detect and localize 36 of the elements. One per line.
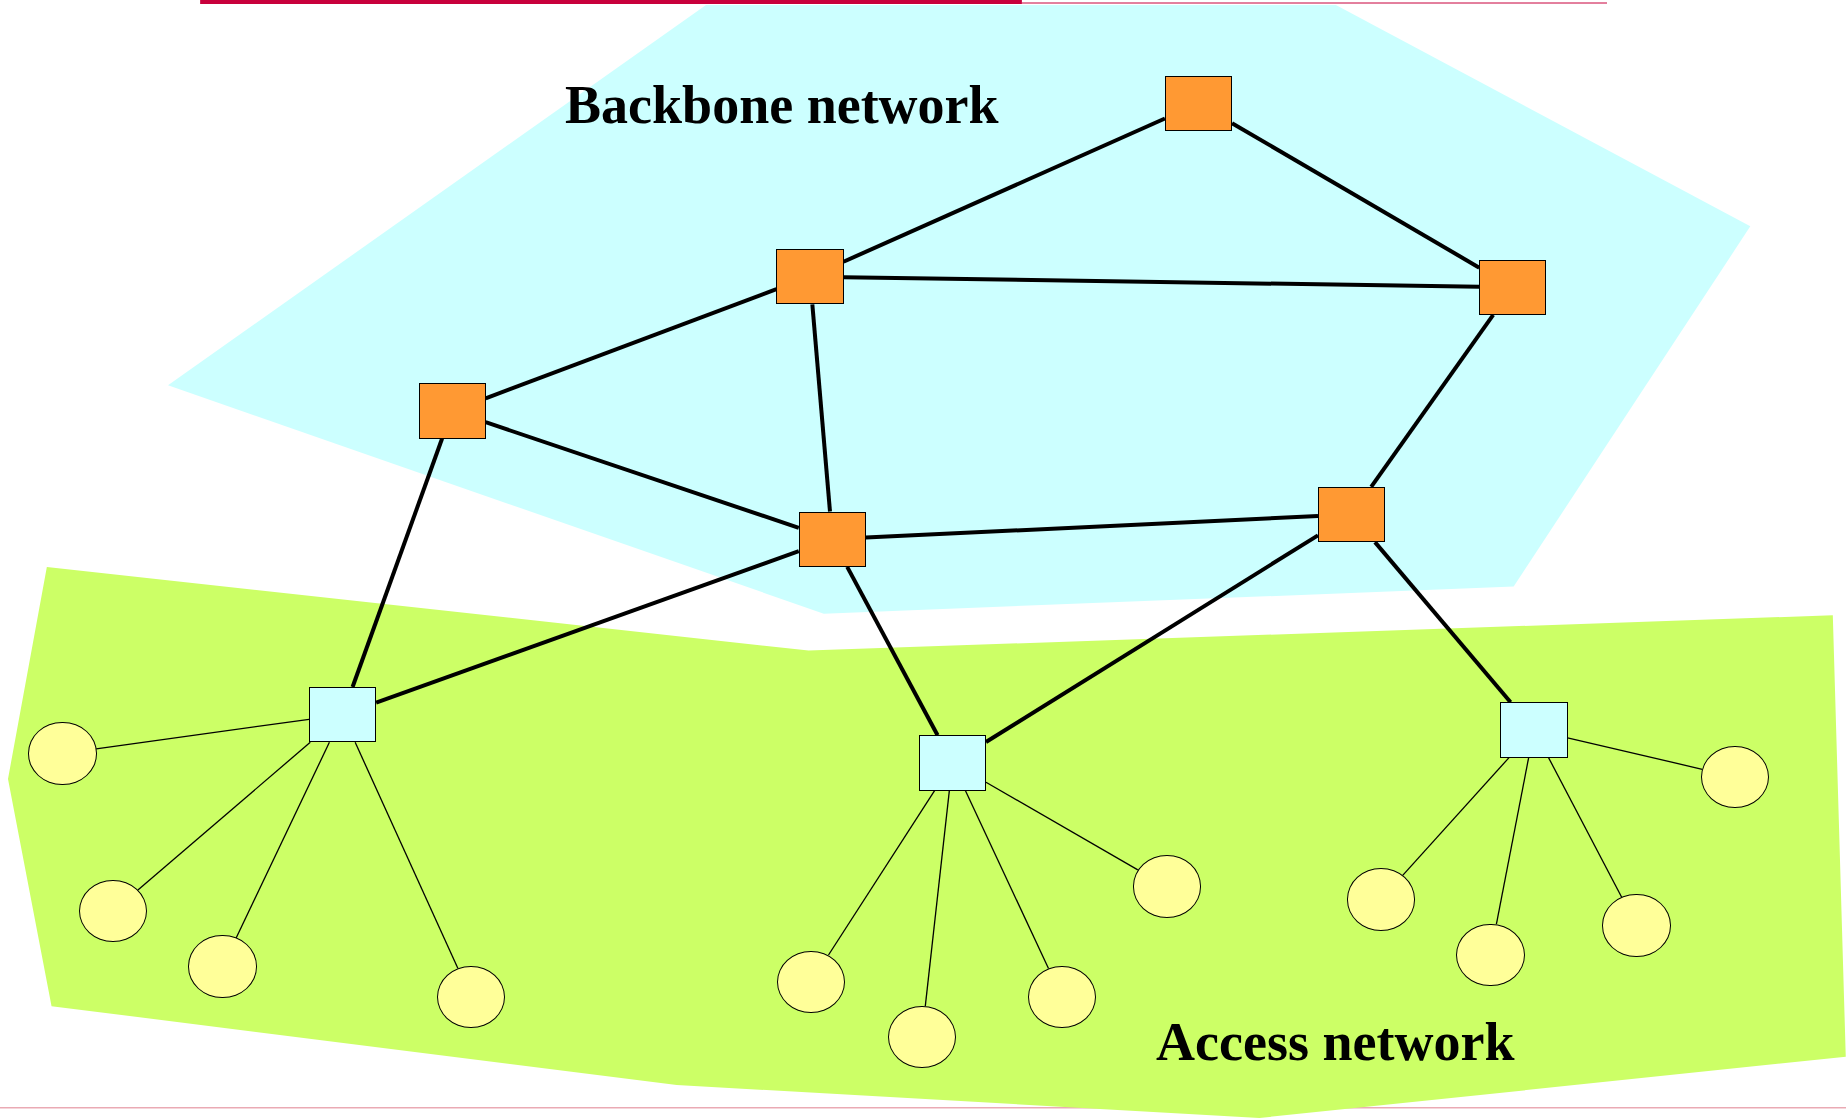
link-line <box>1402 756 1510 877</box>
link-line <box>1566 737 1703 770</box>
link-line <box>484 287 778 401</box>
link-line <box>984 533 1320 744</box>
router-box <box>1479 259 1547 315</box>
switch-box <box>918 735 986 791</box>
link-line <box>865 514 1319 540</box>
link-line <box>964 789 1050 970</box>
link-line <box>95 718 310 750</box>
link-line <box>354 741 459 969</box>
region-title: Access network <box>1156 1014 1515 1069</box>
link-line <box>1369 313 1495 488</box>
router-box <box>418 383 486 439</box>
link-line <box>843 275 1480 289</box>
link-line <box>985 781 1139 871</box>
link-line <box>1495 756 1530 925</box>
link-line <box>827 789 936 956</box>
router-box <box>798 511 866 567</box>
link-line <box>485 420 800 530</box>
link-line <box>137 741 311 891</box>
link-line <box>375 549 800 705</box>
link-line <box>1231 121 1481 270</box>
link-line <box>810 304 832 512</box>
router-box <box>1317 486 1386 543</box>
link-line <box>350 437 444 688</box>
switch-box <box>1500 702 1568 758</box>
region-title: Backbone network <box>565 77 999 132</box>
link-line <box>235 741 331 939</box>
router-box <box>776 249 844 305</box>
link-line <box>1547 756 1623 898</box>
switch-box <box>309 686 377 743</box>
link-line <box>842 116 1166 264</box>
link-line <box>1373 540 1513 704</box>
link-line <box>845 565 940 737</box>
link-line <box>924 789 950 1007</box>
router-box <box>1164 75 1232 132</box>
